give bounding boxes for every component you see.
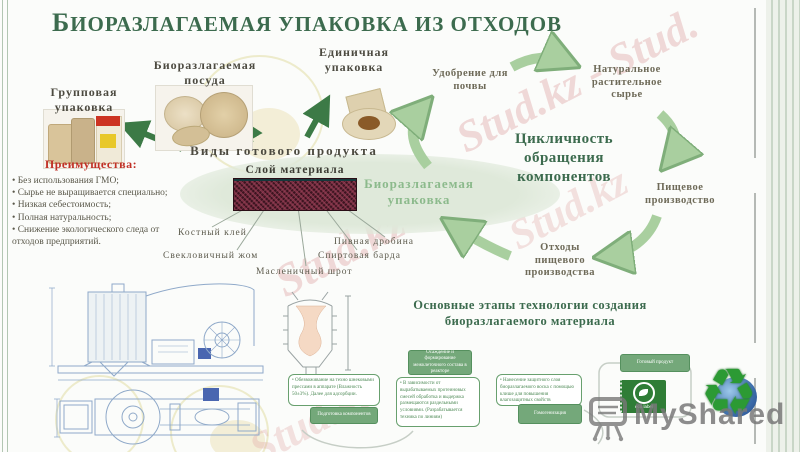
material-layer-image	[234, 179, 356, 210]
slide-left-border	[2, 0, 8, 452]
bag-shape	[71, 118, 95, 164]
stage-box-preparation: Подготовка компонентов	[310, 407, 378, 424]
advantage-item: Без использования ГМО;	[12, 175, 170, 187]
component-callout-lines	[211, 206, 386, 267]
machinery-drawing-plan-view	[54, 388, 260, 445]
advantages-block: Преимущества: Без использования ГМО; Сыр…	[12, 157, 170, 249]
stage-note-forming: • В зависимости от вырабатываемых протеи…	[396, 377, 480, 427]
stage-box-ready-product: Готовый продукт	[620, 354, 690, 372]
label-group-pack: Групповая упаковка	[50, 85, 118, 114]
plate-shape	[200, 92, 248, 138]
stage-note-coating: • Нанесение защитного слоя биоразлагаемо…	[496, 374, 582, 406]
stage-note-preparation: • Обезвоживание на техно шнековыми пресс…	[288, 374, 380, 406]
machinery-drawing-side-view	[49, 283, 264, 381]
arrow-waste-to-package	[452, 225, 512, 261]
component-label: Свекловичный жом	[163, 251, 259, 261]
label-dishes: Биоразлагаемая посуда	[153, 58, 257, 87]
cycle-node-raw-material: Натуральное растительное сырье	[591, 64, 663, 101]
cycle-node-food-production: Пищевое производство	[645, 182, 715, 206]
cycle-node-fertilizer: Удобрение для почвы	[432, 68, 508, 92]
advantage-item: Полная натуральность;	[12, 212, 170, 224]
reactor-vessel-drawing	[283, 291, 351, 374]
myshared-text: MyShared	[634, 398, 786, 431]
component-label: Масленичный шрот	[256, 267, 353, 277]
label-single-pack: Единичная упаковка	[319, 45, 389, 74]
bag-shape	[48, 124, 74, 164]
yellow-label	[100, 134, 116, 148]
food-shape	[358, 116, 380, 130]
recycle-icon: ♻	[700, 356, 758, 430]
component-label: Пивная дробина	[334, 237, 415, 247]
page-title: БИОРАЗЛАГАЕМАЯ УПАКОВКА ИЗ ОТХОДОВ	[52, 8, 563, 37]
globe-icon	[715, 377, 757, 417]
label-product-types: Виды готового продукта	[190, 143, 378, 158]
arrow-raw-to-foodprod	[656, 110, 676, 161]
advantages-list: Без использования ГМО; Сырье не выращива…	[12, 175, 170, 249]
advantage-item: Сырье не выращивается специально;	[12, 187, 170, 199]
arrow-fertilizer-to-raw	[509, 58, 568, 67]
advantage-item: Низкая себестоимость;	[12, 199, 170, 211]
group-pack-photo	[44, 110, 124, 168]
single-pack-photo	[336, 88, 402, 142]
stage-box-forming: Осаждение и формирование межклеточного с…	[408, 350, 472, 375]
myshared-watermark: MyShared	[586, 392, 784, 442]
dishes-photo	[156, 86, 252, 150]
arrow-foodprod-to-waste	[606, 214, 662, 256]
recycling-globe-logo: ♻	[698, 356, 772, 432]
arrow-to-single-pack	[302, 94, 331, 139]
projector-screen-icon	[589, 397, 627, 442]
label-material-layer: Слой материала	[245, 164, 345, 176]
arrow-up-to-fertilizer	[413, 106, 428, 170]
cycle-arrows	[413, 58, 676, 256]
advantage-item: Снижение экологического следа от отходов…	[12, 224, 170, 249]
cycle-node-food-waste: Отходы пищевого производства	[524, 242, 595, 279]
eco-label-icon: eco label	[620, 380, 666, 413]
cycle-title: Цикличность обращения компонентов	[514, 131, 614, 185]
label-biodegradable-package: Биоразлагаемая упаковка	[364, 176, 474, 207]
stage-box-homogenization: Гомогенизация	[518, 404, 582, 424]
advantages-heading: Преимущества:	[44, 157, 138, 171]
eco-leaf-icon	[633, 382, 655, 404]
component-label: Костный клей	[178, 228, 247, 238]
eco-label-text: eco label	[634, 404, 653, 409]
right-divider-line	[754, 8, 756, 444]
stages-heading: Основные этапы технологии создания биора…	[413, 298, 647, 329]
slide-right-panel	[766, 0, 800, 452]
component-label: Спиртовая барда	[318, 251, 401, 261]
red-label	[96, 116, 120, 126]
